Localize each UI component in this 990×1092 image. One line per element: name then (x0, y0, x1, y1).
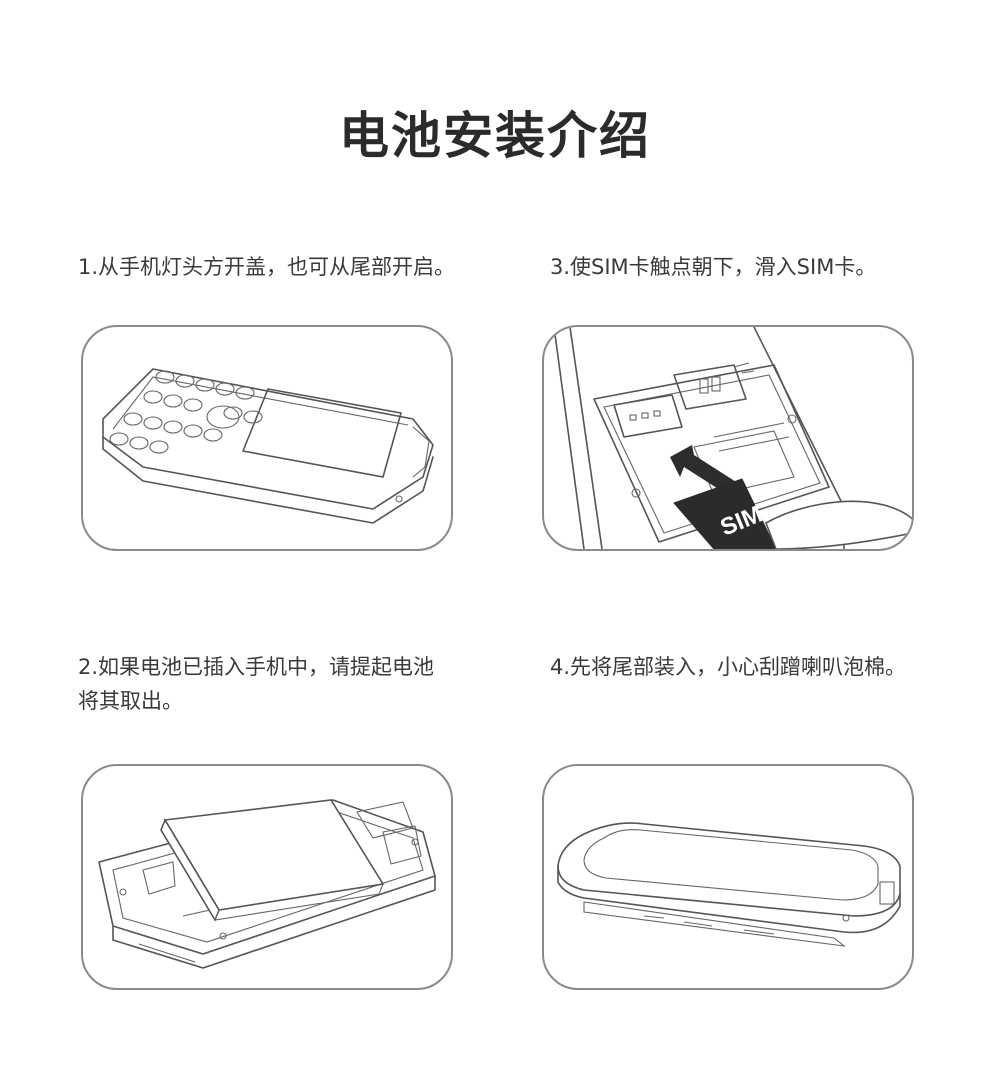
step-1-illustration (81, 325, 453, 551)
phone-open-cover-drawing (102, 368, 434, 524)
insert-sim-card-drawing: SIM (553, 327, 912, 549)
step-3-illustration: SIM (542, 325, 914, 551)
step-2-text-line-2: 将其取出。 (78, 689, 183, 713)
page-title: 电池安装介绍 (339, 107, 651, 165)
step-1-text: 1.从手机灯头方开盖，也可从尾部开启。 (78, 255, 456, 279)
step-2-text-line-1: 2.如果电池已插入手机中，请提起电池 (78, 655, 435, 679)
remove-battery-drawing (98, 799, 436, 969)
step-4-text: 4.先将尾部装入，小心刮蹭喇叭泡棉。 (550, 655, 907, 679)
attach-back-cover-drawing (557, 822, 901, 947)
step-2-illustration (81, 764, 453, 990)
step-3-text: 3.使SIM卡触点朝下，滑入SIM卡。 (550, 255, 877, 279)
step-4-illustration (542, 764, 914, 990)
step-2-text: 2.如果电池已插入手机中，请提起电池 将其取出。 (78, 650, 434, 718)
